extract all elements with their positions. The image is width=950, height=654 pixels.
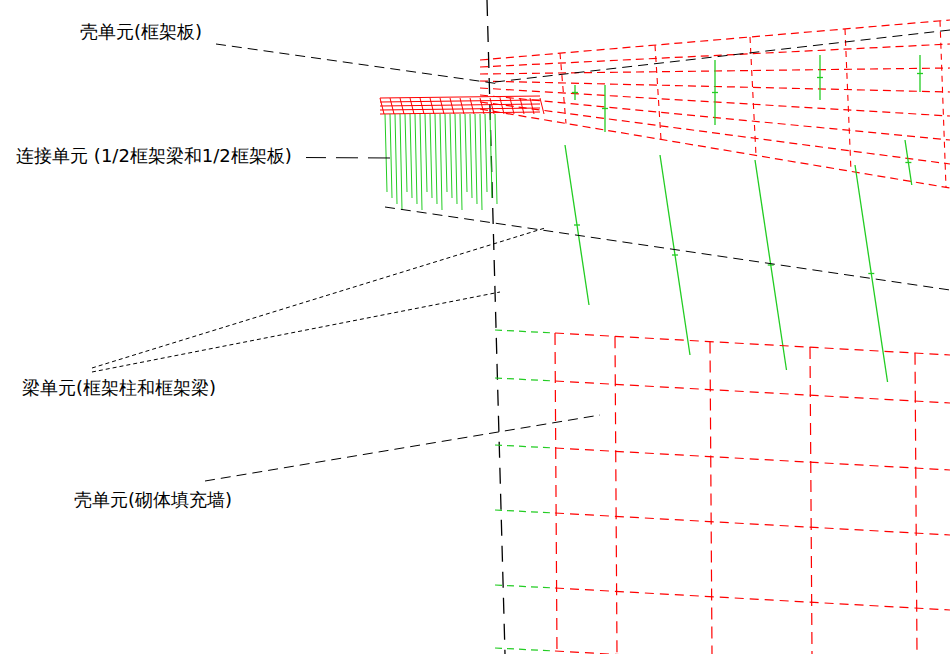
wall-beam-element (495, 510, 555, 513)
link-element (415, 114, 417, 204)
leader-line (205, 415, 600, 481)
link-element (410, 114, 412, 198)
slab-shell-patch (410, 98, 414, 114)
wall-shell-mesh (555, 333, 950, 355)
slab-shell-mesh (750, 37, 756, 155)
slab-shell-patch (380, 98, 384, 114)
link-element (480, 114, 482, 210)
link-element (445, 114, 447, 192)
slab-shell-patch (510, 98, 514, 114)
beam-tick (917, 73, 923, 74)
slab-shell-patch (490, 98, 494, 114)
callout-label: 壳单元(砌体填充墙) (72, 488, 234, 511)
slab-shell-mesh (655, 45, 661, 139)
wall-beam-element (495, 445, 555, 448)
wall-beam-element (495, 330, 555, 333)
link-element (420, 114, 422, 210)
boundary-line (385, 207, 950, 290)
slab-shell-patch (380, 108, 540, 110)
slab-shell-mesh (845, 29, 851, 171)
beam-tick (768, 264, 774, 265)
beam-tick (572, 92, 578, 93)
wall-shell-mesh (555, 381, 950, 403)
link-element (470, 114, 472, 198)
link-element (450, 114, 452, 198)
link-element (405, 114, 407, 192)
link-element (485, 114, 487, 192)
link-element (475, 114, 477, 204)
link-element (395, 114, 397, 204)
wall-shell-mesh (615, 336, 617, 654)
slab-shell-patch (380, 104, 540, 106)
beam-tick (712, 92, 718, 93)
link-element (460, 114, 462, 210)
callout-label: 梁单元(框架柱和框架梁) (20, 376, 218, 399)
beam-tick (602, 108, 608, 109)
wall-beam-element (495, 585, 555, 588)
callout-label: 连接单元 (1/2框架梁和1/2框架板) (2, 144, 306, 167)
wall-shell-mesh (555, 333, 557, 654)
slab-shell-mesh (560, 53, 566, 123)
link-element (435, 114, 437, 204)
beam-tick (574, 224, 580, 225)
slab-shell-patch (450, 98, 454, 114)
beam-tick (905, 162, 911, 163)
slab-shell-patch (390, 98, 394, 114)
wall-beam-element (495, 378, 555, 381)
link-element (385, 114, 387, 192)
wall-shell-mesh (555, 651, 950, 654)
link-element (440, 114, 442, 210)
wall-shell-mesh (555, 448, 950, 470)
link-element (455, 114, 457, 204)
wall-shell-mesh (915, 353, 917, 654)
link-element (425, 114, 427, 192)
slab-shell-mesh (480, 20, 950, 60)
link-element (495, 114, 497, 204)
slab-shell-mesh (940, 21, 946, 187)
slab-shell-patch (520, 98, 524, 114)
leader-line (92, 292, 500, 372)
slab-shell-patch (400, 98, 404, 114)
slab-shell-patch (470, 98, 474, 114)
slab-shell-patch (380, 96, 540, 98)
link-element (400, 114, 402, 210)
slab-shell-patch (430, 98, 434, 114)
wall-shell-mesh (710, 342, 712, 654)
leader-line (216, 44, 500, 84)
slab-shell-patch (460, 98, 464, 114)
wall-shell-mesh (555, 513, 950, 535)
link-element (430, 114, 432, 198)
wall-shell-mesh (810, 347, 812, 654)
axis-line (487, 0, 505, 654)
link-element (390, 114, 392, 198)
slab-shell-patch (420, 98, 424, 114)
column-beam-element (905, 140, 912, 185)
slab-shell-patch (540, 98, 544, 114)
slab-shell-patch (530, 98, 534, 114)
column-beam-element (565, 145, 589, 305)
link-element (465, 114, 467, 192)
beam-tick (817, 77, 823, 78)
callout-label: 壳单元(框架板) (78, 20, 204, 43)
beam-tick (868, 273, 874, 274)
slab-shell-patch (480, 98, 484, 114)
link-element (490, 114, 492, 198)
wall-beam-element (495, 648, 555, 651)
beam-tick (672, 254, 678, 255)
wall-shell-mesh (555, 588, 950, 610)
slab-shell-patch (440, 98, 444, 114)
slab-shell-patch (500, 98, 504, 114)
column-beam-element (660, 155, 690, 355)
leader-line (92, 228, 545, 368)
boundary-line (495, 30, 950, 82)
slab-shell-patch (380, 100, 540, 102)
